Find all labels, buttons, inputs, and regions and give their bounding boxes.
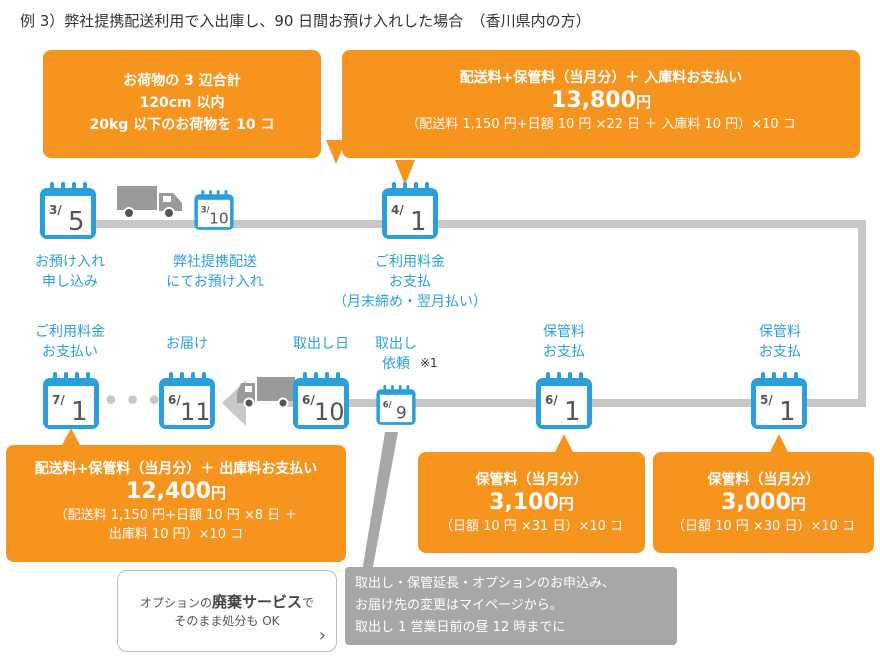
label-july-payment: ご利用料金 お支払い <box>15 322 125 362</box>
info-line: 取出し・保管延長・オプションのお申込み、 <box>355 576 616 591</box>
calendar-month: 6/ <box>383 399 393 409</box>
label-line: お預け入れ <box>35 254 105 270</box>
calendar-month: 6/ <box>302 393 315 407</box>
july-detail2: 出庫料 10 円）×10 コ <box>108 527 244 542</box>
package-line2: 120cm 以内 <box>139 95 225 111</box>
may-detail: （日額 10 円 ×30 日）×10 コ <box>671 519 856 534</box>
june-head: 保管料（当月分） <box>475 472 588 488</box>
calendar-month: 4/ <box>391 203 404 217</box>
june-payment-box: 保管料（当月分） 3,100円 （日額 10 円 ×31 日）×10 コ <box>418 452 645 553</box>
yen-label: 円 <box>790 495 806 513</box>
info-line: お届け先の変更はマイページから。 <box>355 598 563 613</box>
label-line: お支払 <box>759 344 801 360</box>
calendar-icon-6-1: 6/ 1 <box>536 372 592 429</box>
calendar-day: 5 <box>68 207 85 237</box>
chevron-right-icon[interactable]: › <box>318 625 326 646</box>
calendar-icon-3-10: 3/ 10 <box>194 190 234 230</box>
label-may-payment: 保管料 お支払 <box>740 322 820 362</box>
calendar-day: 1 <box>410 207 427 237</box>
label-line: （月末締め・翌月払い） <box>333 294 487 310</box>
label-apply: お預け入れ 申し込み <box>10 252 130 292</box>
june-amount: 3,100 <box>489 490 559 515</box>
july-head: 配送料+保管料（当月分）＋ 出庫料お支払い <box>34 461 318 477</box>
yen-label: 円 <box>210 484 226 502</box>
calendar-icon-4-1: 4/ 1 <box>382 182 438 239</box>
label-line: 弊社提携配送 <box>173 254 257 270</box>
info-line: 取出し 1 営業日前の昼 12 時までに <box>355 620 566 635</box>
option-text: で <box>302 596 315 610</box>
option-disposal-box: オプションの廃棄サービスで そのまま処分も OK › <box>117 570 337 652</box>
label-deposit: 弊社提携配送 にてお預け入れ <box>150 252 280 292</box>
calendar-month: 3/ <box>201 204 211 214</box>
calendar-icon-3-5: 3/ 5 <box>40 182 96 239</box>
june-pointer <box>555 434 573 452</box>
calendar-day: 9 <box>396 403 407 423</box>
april-detail: （配送料 1,150 円+日額 10 円 ×22 日 ＋ 入庫料 10 円）×1… <box>406 117 796 132</box>
calendar-icon-5-1: 5/ 1 <box>751 372 807 429</box>
label-request: 取出し 依頼 <box>366 334 426 374</box>
label-june-payment: 保管料 お支払 <box>524 322 604 362</box>
request-note: ※1 <box>420 356 438 370</box>
label-line: ご利用料金 <box>35 324 105 340</box>
calendar-day: 1 <box>779 397 796 427</box>
package-pointer <box>326 140 346 164</box>
calendar-day: 1 <box>71 397 88 427</box>
calendar-icon-6-10: 6/ 10 <box>293 372 349 429</box>
yen-label: 円 <box>558 495 574 513</box>
truck-icon <box>117 186 182 219</box>
calendar-month: 3/ <box>49 203 62 217</box>
april-amount: 13,800 <box>551 88 636 113</box>
label-line: 保管料 <box>759 324 801 340</box>
calendar-day: 11 <box>180 398 211 426</box>
calendar-month: 6/ <box>168 393 181 407</box>
april-pointer <box>395 160 415 185</box>
package-line1: お荷物の 3 辺合計 <box>123 73 241 89</box>
calendar-month: 5/ <box>760 393 773 407</box>
calendar-day: 10 <box>209 210 229 228</box>
package-info-box: お荷物の 3 辺合計 120cm 以内 20kg 以下のお荷物を 10 コ <box>43 50 321 158</box>
july-amount: 12,400 <box>126 479 211 504</box>
label-line: ご利用料金 <box>375 254 445 270</box>
label-deliver: お届け <box>166 336 208 352</box>
package-line3: 20kg 以下のお荷物を 10 コ <box>89 117 275 133</box>
info-box: 取出し・保管延長・オプションのお申込み、 お届け先の変更はマイページから。 取出… <box>345 567 677 645</box>
label-line: お支払い <box>42 344 98 360</box>
truck-icon <box>237 377 295 407</box>
calendar-icon-6-11: 6/ 11 <box>159 372 215 429</box>
calendar-day: 10 <box>314 398 345 426</box>
may-payment-box: 保管料（当月分） 3,000円 （日額 10 円 ×30 日）×10 コ <box>653 452 874 553</box>
june-detail: （日額 10 円 ×31 日）×10 コ <box>439 519 624 534</box>
may-pointer <box>770 434 788 452</box>
may-head: 保管料（当月分） <box>707 472 820 488</box>
label-line: お支払 <box>389 274 431 290</box>
april-payment-box: 配送料+保管料（当月分）＋ 入庫料お支払い 13,800円 （配送料 1,150… <box>342 50 860 158</box>
label-pickup: 取出し日 <box>293 336 349 352</box>
label-line: お支払 <box>543 344 585 360</box>
calendar-day: 1 <box>564 397 581 427</box>
request-pointer <box>362 432 398 572</box>
label-line: 申し込み <box>42 274 98 290</box>
label-april-payment: ご利用料金 お支払 （月末締め・翌月払い） <box>320 252 500 312</box>
calendar-month: 6/ <box>545 393 558 407</box>
page-title: 例 3）弊社提携配送利用で入出庫し、90 日間お預け入れした場合 （香川県内の方… <box>20 12 591 30</box>
april-head: 配送料+保管料（当月分）＋ 入庫料お支払い <box>459 70 743 86</box>
continuation-dots: ••• <box>102 384 168 419</box>
may-amount: 3,000 <box>721 490 791 515</box>
yen-label: 円 <box>635 93 651 111</box>
label-line: にてお預け入れ <box>166 274 264 290</box>
option-text: そのまま処分も OK <box>174 614 280 628</box>
calendar-icon-6-9: 6/ 9 <box>376 385 416 425</box>
calendar-month: 7/ <box>52 393 65 407</box>
calendar-icon-7-1: 7/ 1 <box>43 372 99 429</box>
july-detail1: （配送料 1,150 円+日額 10 円 ×8 日 ＋ <box>54 508 298 523</box>
option-text: オプションの <box>139 596 212 610</box>
label-line: 依頼 <box>382 356 410 372</box>
label-line: 保管料 <box>543 324 585 340</box>
july-payment-box: 配送料+保管料（当月分）＋ 出庫料お支払い 12,400円 （配送料 1,150… <box>6 445 346 562</box>
label-line: 取出し <box>375 336 417 352</box>
july-pointer <box>62 428 80 445</box>
disposal-service-text: 廃棄サービス <box>211 593 302 611</box>
